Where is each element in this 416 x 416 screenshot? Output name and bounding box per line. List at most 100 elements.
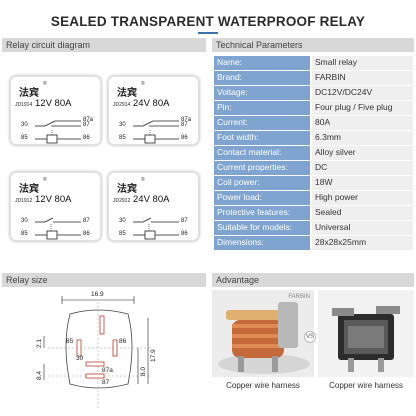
pin-87: 87 [83, 218, 90, 224]
param-value: Alloy silver [312, 146, 413, 160]
relay-spec: 24V 80A [133, 194, 170, 205]
pin-85: 85 [21, 231, 28, 237]
size-pin-87: 87 [102, 379, 110, 386]
pin-87: 87 [181, 218, 188, 224]
relay-brand: 法宾 [117, 88, 137, 99]
title-underline [198, 32, 218, 34]
relay-card-jd1912: 法宾 ® JD1912 12V 80A 30 87 85 86 [10, 172, 101, 241]
relay-reg: ® [43, 81, 47, 87]
param-name: Contact material: [214, 146, 310, 160]
pin-30: 30 [119, 122, 126, 128]
param-name: Current: [214, 116, 310, 130]
param-row: Current: 80A [214, 116, 413, 131]
relay-reg: ® [141, 81, 145, 87]
param-value: DC [312, 161, 413, 175]
page-title: SEALED TRANSPARENT WATERPROOF RELAY [50, 14, 366, 29]
param-row: Pin: Four plug / Five plug [214, 101, 413, 116]
pin-87a: 87a [83, 117, 94, 123]
pin-86: 86 [181, 135, 188, 141]
aluminum-coil-relay-icon [318, 290, 414, 377]
relay-card-jd2912: 法宾 ® JD2912 24V 80A 30 87 85 86 [108, 172, 199, 241]
param-row: Coil power: 18W [214, 176, 413, 191]
pin-85: 85 [119, 231, 126, 237]
relay-card-jd1914: 法宾 ® JD1914 12V 80A 87a 30 87 85 86 [10, 76, 101, 145]
relay-model: JD1912 [15, 198, 33, 204]
pin-30: 30 [21, 122, 28, 128]
param-name: Power load: [214, 191, 310, 205]
param-name: Name: [214, 56, 310, 70]
param-value: 80A [312, 116, 413, 130]
relay-brand: 法宾 [19, 88, 39, 99]
pin-87: 87 [181, 122, 188, 128]
dim-left-b: 8.4 [36, 370, 43, 380]
dim-right-b: 8.0 [140, 366, 147, 376]
param-name: Coil power: [214, 176, 310, 190]
vs-badge: VS [304, 331, 316, 343]
relay-model: JD1914 [15, 102, 33, 108]
param-value: 6.3mm [312, 131, 413, 145]
relay-brand: 法宾 [117, 184, 137, 195]
advantage-caption-right: Copper wire harness [329, 381, 403, 390]
size-pin-85: 85 [66, 338, 74, 345]
param-name: Pin: [214, 101, 310, 115]
param-name: Foot width: [214, 131, 310, 145]
param-name: Protective features: [214, 206, 310, 220]
relay-spec: 12V 80A [35, 98, 72, 109]
farbin-watermark: FARBIN [288, 294, 310, 300]
relay-model: JD2914 [113, 102, 131, 108]
pin-87: 87 [83, 122, 90, 128]
advantage-image-left: FARBIN [212, 290, 314, 377]
param-row: Brand: FARBIN [214, 71, 413, 86]
param-row: Dimensions: 28x28x25mm [214, 236, 413, 251]
dim-left-a: 2.1 [36, 338, 43, 348]
relay-circuit-4pin-icon [133, 217, 179, 240]
param-value: Sealed [312, 206, 413, 220]
pin-87a: 87a [181, 117, 192, 123]
relay-spec: 24V 80A [133, 98, 170, 109]
param-name: Dimensions: [214, 236, 310, 250]
pin-86: 86 [83, 231, 90, 237]
param-row: Name: Small relay [214, 56, 413, 71]
size-pin-86: 86 [119, 338, 127, 345]
relay-circuit-5pin-icon [35, 120, 81, 144]
relay-footprint-icon [43, 296, 150, 410]
param-row: Voltage: DC12V/DC24V [214, 86, 413, 101]
section-header-advantage: Advantage [212, 273, 414, 287]
param-value: 28x28x25mm [312, 236, 413, 250]
pin-30: 30 [21, 218, 28, 224]
section-header-params: Technical Parameters [212, 38, 414, 52]
relay-circuit-4pin-icon [35, 217, 81, 240]
param-name: Current properties: [214, 161, 310, 175]
relay-reg: ® [43, 177, 47, 183]
param-row: Current properties: DC [214, 161, 413, 176]
param-row: Foot width: 6.3mm [214, 131, 413, 146]
pin-85: 85 [119, 135, 126, 141]
param-name: Brand: [214, 71, 310, 85]
dim-width: 16.9 [91, 291, 104, 298]
size-pin-87a: 87a [102, 367, 113, 374]
advantage-image-right [318, 290, 414, 377]
relay-reg: ® [141, 177, 145, 183]
relay-brand: 法宾 [19, 184, 39, 195]
relay-size-drawing: 16.9 2.1 8.4 17.9 8.0 85 86 30 87a 87 [0, 288, 210, 416]
relay-card-jd2914: 法宾 ® JD2914 24V 80A 87a 30 87 85 86 [108, 76, 199, 145]
relay-circuit-5pin-icon [133, 120, 179, 144]
param-name: Suitable for models: [214, 221, 310, 235]
pin-30: 30 [119, 218, 126, 224]
size-pin-30: 30 [76, 355, 84, 362]
param-row: Suitable for models: Universal [214, 221, 413, 236]
relay-model: JD2912 [113, 198, 131, 204]
param-row: Power load: High power [214, 191, 413, 206]
param-value: Small relay [312, 56, 413, 70]
param-value: 18W [312, 176, 413, 190]
relay-spec: 12V 80A [35, 194, 72, 205]
section-header-size: Relay size [2, 273, 206, 287]
param-value: FARBIN [312, 71, 413, 85]
copper-coil-relay-icon [212, 290, 314, 377]
pin-86: 86 [83, 135, 90, 141]
param-value: DC12V/DC24V [312, 86, 413, 100]
pin-86: 86 [181, 231, 188, 237]
advantage-caption-left: Copper wire harness [226, 381, 300, 390]
param-value: High power [312, 191, 413, 205]
section-header-circuit: Relay circuit diagram [2, 38, 206, 52]
